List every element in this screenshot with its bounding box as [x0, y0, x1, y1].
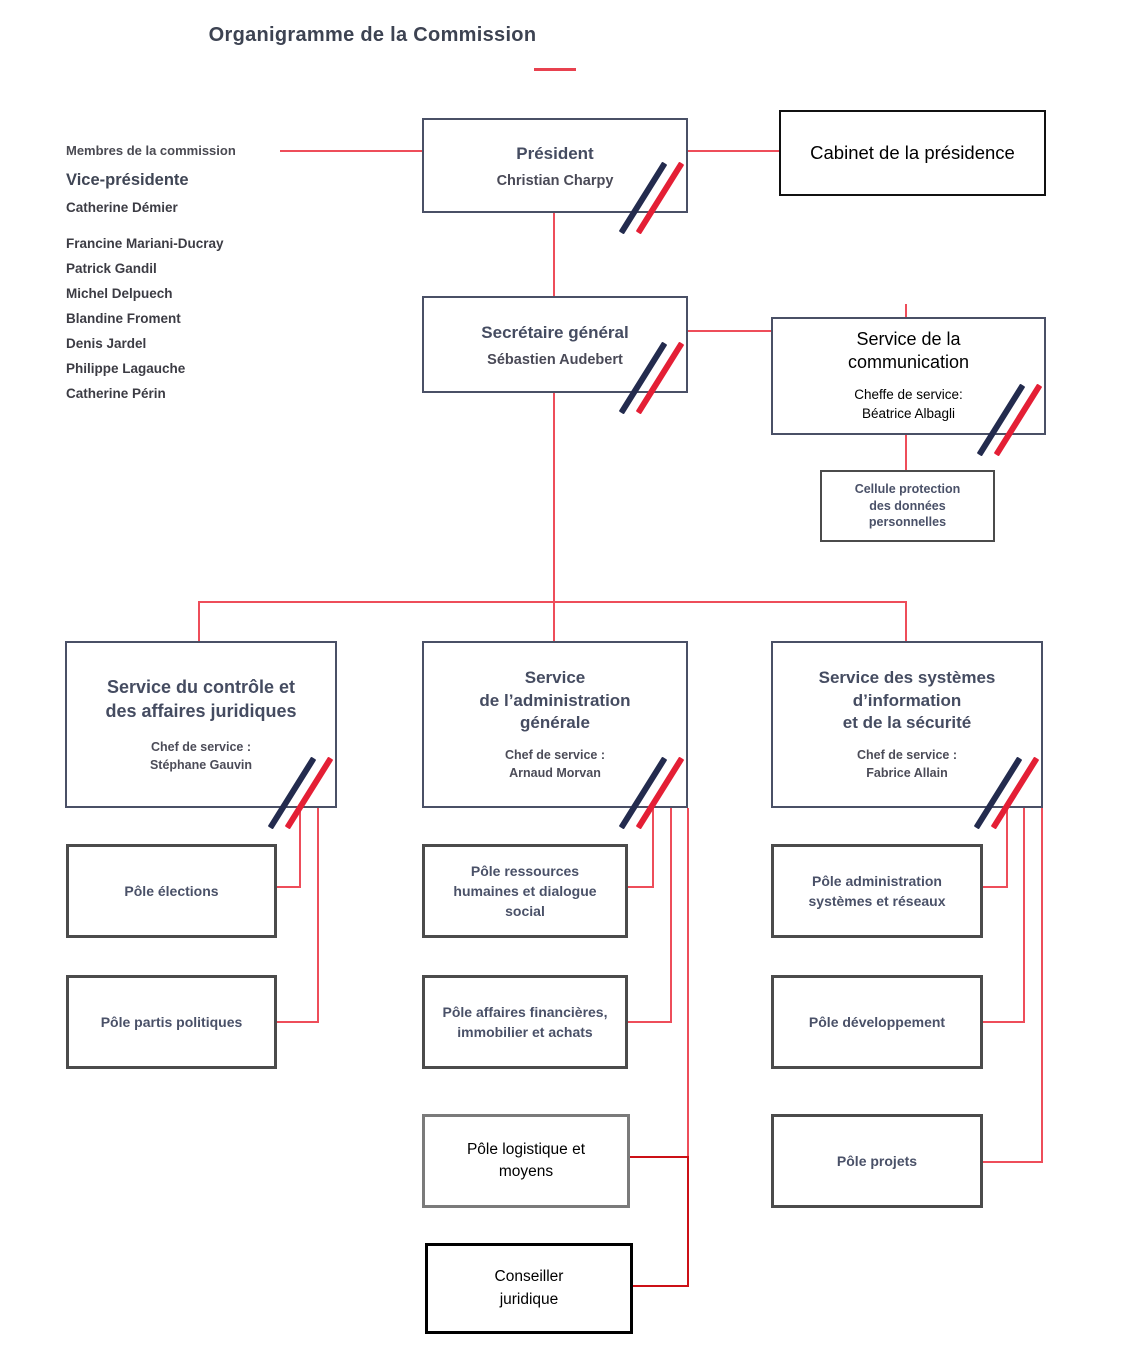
- members-list: Francine Mariani-Ducray Patrick Gandil M…: [66, 231, 224, 406]
- cellule-label: Cellule protection des données personnel…: [854, 481, 961, 530]
- node-communication: Service de la communication Cheffe de se…: [771, 317, 1046, 435]
- node-president: Président Christian Charpy: [422, 118, 688, 213]
- connector-bus-service-middle: [553, 601, 555, 641]
- node-secretary: Secrétaire général Sébastien Audebert: [422, 296, 688, 393]
- connector-elbow-partis: [277, 1021, 319, 1023]
- connector-right-drop-3: [1041, 808, 1043, 1163]
- members-label: Membres de la commission: [66, 143, 236, 158]
- member-name: Patrick Gandil: [66, 261, 157, 276]
- connector-right-drop-2: [1023, 808, 1025, 1023]
- secretary-name: Sébastien Audebert: [487, 352, 623, 369]
- pole-label: Pôle projets: [836, 1152, 918, 1169]
- pole-label: Pôle logistique et moyens: [466, 1140, 586, 1180]
- service-title: Service des systèmes d’information et de…: [818, 667, 996, 733]
- pole-label: Pôle administration systèmes et réseaux: [808, 872, 946, 909]
- service-chief-label: Chef de service :: [150, 740, 252, 755]
- pole-label: Pôle élections: [124, 882, 219, 899]
- connector-services-bus: [198, 601, 907, 603]
- connector-elbow-rh: [628, 886, 654, 888]
- vice-president-name: Catherine Démier: [66, 200, 178, 215]
- president-name: Christian Charpy: [496, 173, 614, 190]
- connector-president-cabinet: [688, 150, 779, 152]
- communication-chief-label: Cheffe de service:: [854, 386, 963, 402]
- pole-label: Pôle partis politiques: [100, 1013, 243, 1030]
- vice-president-title: Vice-présidente: [66, 171, 189, 189]
- connector-elbow-projets: [983, 1161, 1043, 1163]
- connector-elbow-logistique: [630, 1156, 689, 1158]
- cabinet-label: Cabinet de la présidence: [810, 141, 1015, 163]
- service-chief-name: Fabrice Allain: [866, 765, 948, 780]
- member-name: Catherine Périn: [66, 386, 166, 401]
- node-cellule-protection-donnees: Cellule protection des données personnel…: [820, 470, 995, 542]
- connector-bus-service-right: [905, 601, 907, 641]
- service-title: Service du contrôle et des affaires juri…: [105, 676, 297, 721]
- node-pole-ressources-humaines: Pôle ressources humaines et dialogue soc…: [422, 844, 628, 938]
- conseiller-label: Conseiller juridique: [494, 1268, 564, 1308]
- connector-communication-stub: [905, 304, 907, 317]
- connector-secretary-communication: [688, 330, 771, 332]
- connector-elbow-developpement: [983, 1021, 1025, 1023]
- member-name: Michel Delpuech: [66, 286, 173, 301]
- member-name: Philippe Lagauche: [66, 361, 186, 376]
- connector-mid-drop-3-lower: [687, 1156, 689, 1287]
- service-chief-name: Stéphane Gauvin: [149, 757, 253, 772]
- node-service-controle-juridique: Service du contrôle et des affaires juri…: [65, 641, 337, 808]
- member-name: Blandine Froment: [66, 311, 181, 326]
- connector-bus-service-left: [198, 601, 200, 641]
- node-pole-elections: Pôle élections: [66, 844, 277, 938]
- pole-label: Pôle développement: [808, 1013, 946, 1030]
- connector-elbow-finances: [628, 1021, 672, 1023]
- member-name: Francine Mariani-Ducray: [66, 236, 224, 251]
- connector-mid-drop-2: [670, 808, 672, 1023]
- connector-communication-cellule: [905, 435, 907, 470]
- connector-elbow-conseiller: [633, 1285, 689, 1287]
- node-pole-projets: Pôle projets: [771, 1114, 983, 1208]
- connector-elbow-admin: [983, 886, 1008, 888]
- node-service-administration-generale: Service de l’administration générale Che…: [422, 641, 688, 808]
- service-chief-label: Chef de service :: [856, 748, 958, 763]
- node-conseiller-juridique: Conseiller juridique: [425, 1243, 633, 1334]
- service-chief-name: Arnaud Morvan: [509, 765, 601, 780]
- connector-left-drop-2: [317, 808, 319, 1023]
- node-pole-developpement: Pôle développement: [771, 975, 983, 1069]
- president-title: Président: [516, 143, 594, 163]
- pole-label: Pôle affaires financières, immobilier et…: [442, 1003, 608, 1040]
- connector-left-drop-1: [299, 808, 301, 888]
- page-title: Organigramme de la Commission: [208, 24, 537, 46]
- connector-mid-drop-3: [687, 808, 689, 1156]
- node-service-systemes-information: Service des systèmes d’information et de…: [771, 641, 1043, 808]
- pole-label: Pôle ressources humaines et dialogue soc…: [453, 862, 597, 920]
- connector-president-secretary: [553, 213, 555, 296]
- service-title: Service de l’administration générale: [479, 667, 631, 733]
- node-pole-partis-politiques: Pôle partis politiques: [66, 975, 277, 1069]
- communication-chief-name: Béatrice Albagli: [861, 406, 956, 422]
- title-accent-dash: [534, 68, 576, 71]
- communication-title: Service de la communication: [847, 329, 970, 373]
- member-name: Denis Jardel: [66, 336, 147, 351]
- connector-right-drop-1: [1006, 808, 1008, 888]
- service-chief-label: Chef de service :: [504, 748, 606, 763]
- secretary-title: Secrétaire général: [481, 322, 629, 342]
- node-pole-administration-systemes: Pôle administration systèmes et réseaux: [771, 844, 983, 938]
- connector-elbow-elections: [277, 886, 301, 888]
- node-pole-affaires-financieres: Pôle affaires financières, immobilier et…: [422, 975, 628, 1069]
- node-pole-logistique-moyens: Pôle logistique et moyens: [422, 1114, 630, 1208]
- connector-mid-drop-1: [652, 808, 654, 888]
- connector-members-president: [280, 150, 422, 152]
- connector-secretary-trunk: [553, 393, 555, 603]
- node-cabinet: Cabinet de la présidence: [779, 110, 1046, 196]
